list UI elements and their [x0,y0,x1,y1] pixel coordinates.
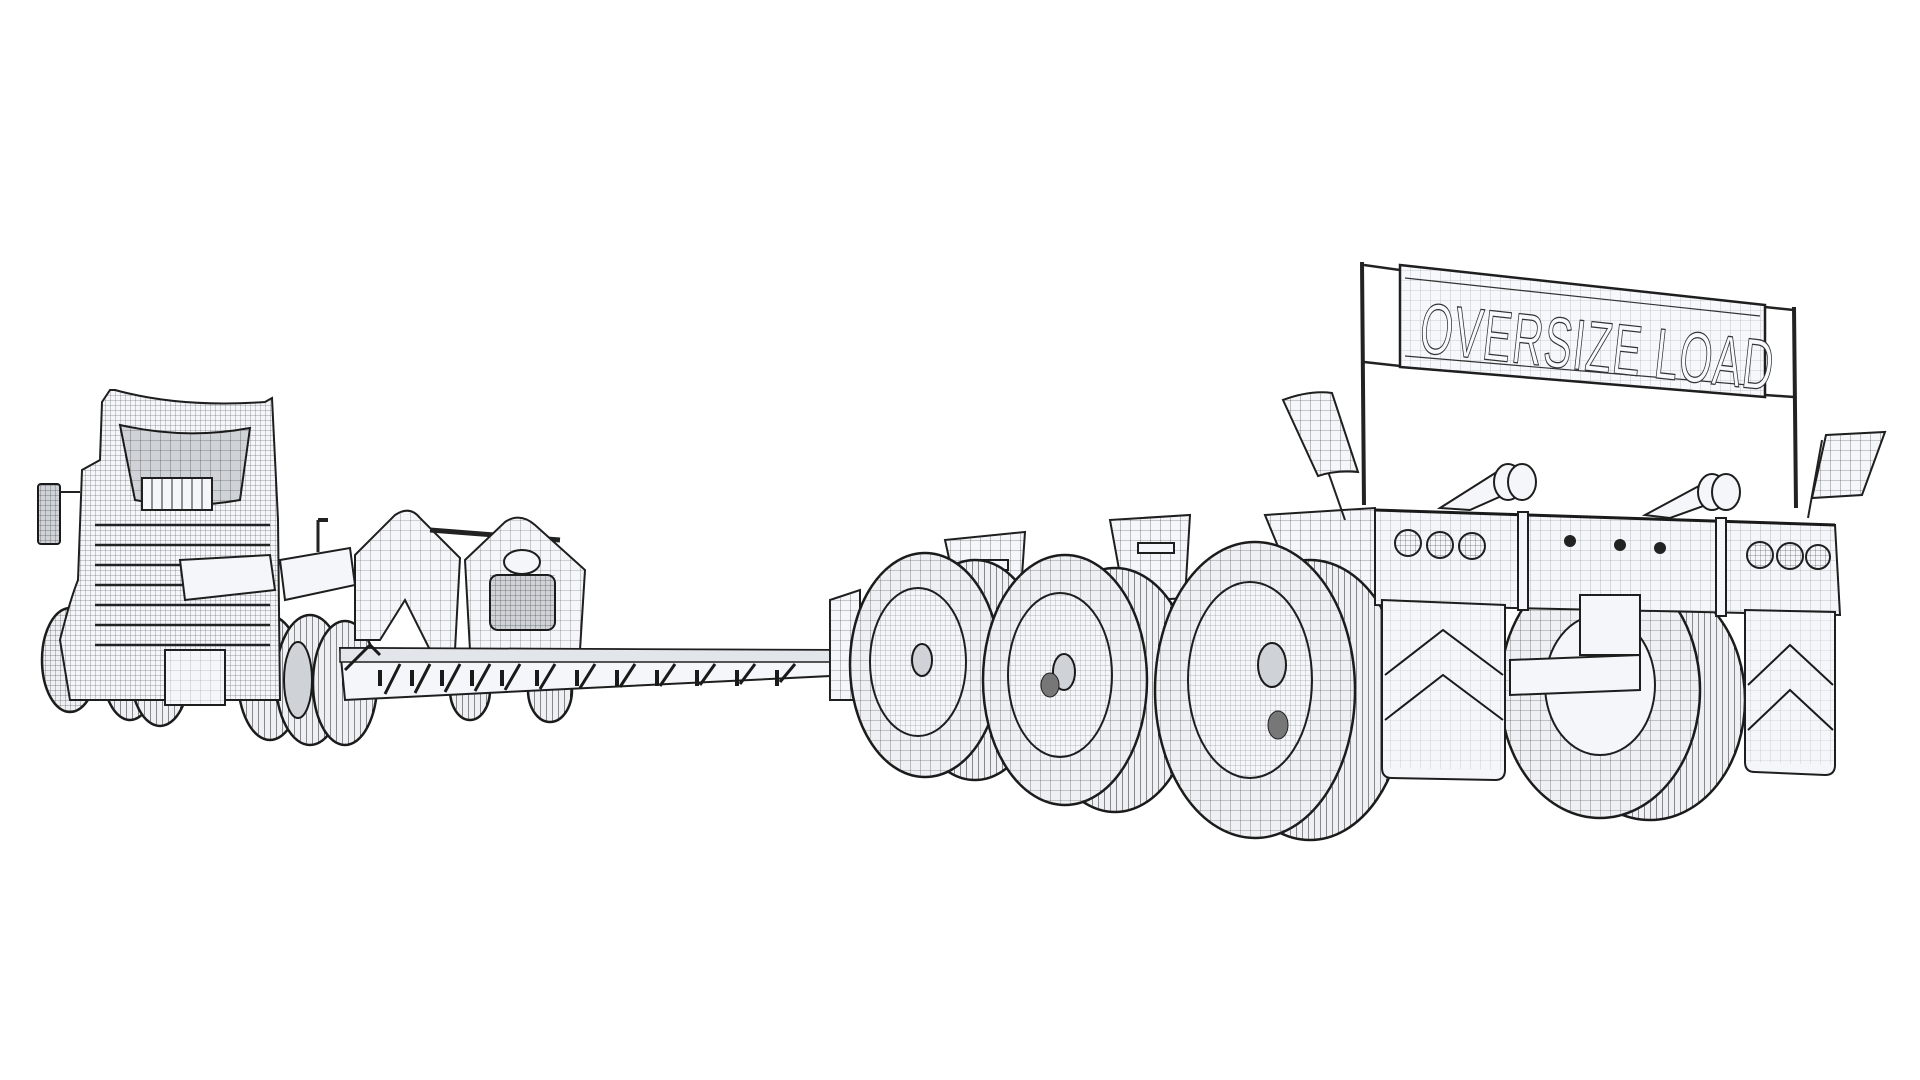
mudflaps [1381,598,1836,782]
flag-right [1807,430,1887,519]
flag-left [1281,391,1360,521]
wheel-axle-2 [981,553,1197,814]
rear-bumper [1374,463,1842,697]
wheel-axle-3 [1153,540,1407,842]
tractor-cab [37,389,379,747]
sign-pole-left [1360,261,1366,506]
sign-pole-right [1792,306,1798,509]
center-marker-lights [1564,535,1666,554]
rear-lights-right [1746,541,1831,570]
mudflap-right [1744,608,1836,777]
mudflap-left [1381,598,1506,782]
flags [1281,391,1887,521]
gooseneck [178,509,587,724]
cab-rear-window [141,477,213,511]
trailer-wheels [848,540,1747,842]
oversize-load-sign: OVERSIZE LOAD [1360,261,1798,509]
rear-lights-left [1394,529,1486,560]
lowboy-deck [338,588,861,702]
